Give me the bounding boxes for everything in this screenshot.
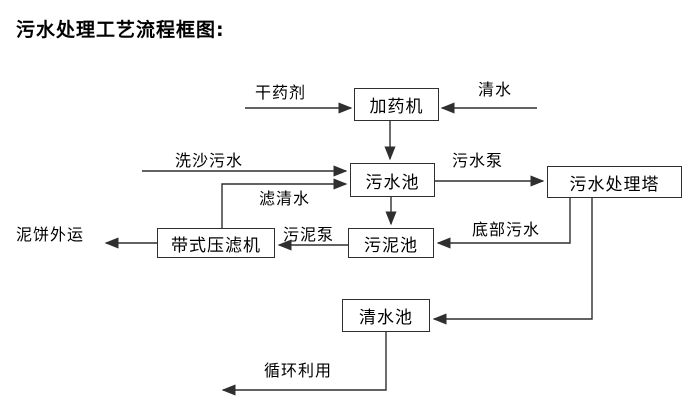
node-sludge-pool: 污泥池 bbox=[348, 228, 434, 258]
node-belt-filter-press-label: 带式压滤机 bbox=[171, 235, 261, 256]
node-sewage-pool: 污水池 bbox=[350, 163, 435, 197]
edge-label-clean-water: 清水 bbox=[478, 80, 513, 99]
node-sewage-pool-label: 污水池 bbox=[365, 172, 420, 193]
edge-label-sludge-pump: 污泥泵 bbox=[283, 225, 335, 244]
edge-label-sand-wash-sewage: 洗沙污水 bbox=[175, 151, 244, 170]
page-title: 污水处理工艺流程框图: bbox=[16, 19, 225, 41]
node-sewage-treatment-tower-label: 污水处理塔 bbox=[569, 174, 660, 195]
edge-tower-to-clean bbox=[432, 198, 593, 325]
node-dosing-machine: 加药机 bbox=[354, 88, 439, 121]
edge-recycling-arrow bbox=[221, 332, 387, 396]
edge-label-dry-agent: 干药剂 bbox=[255, 83, 307, 102]
edge-bottom-sewage-arrow bbox=[436, 198, 571, 249]
edge-label-recycling: 循环利用 bbox=[264, 361, 333, 380]
edge-label-sewage-pump: 污水泵 bbox=[452, 151, 504, 170]
edge-label-filtered-water: 滤清水 bbox=[259, 189, 311, 208]
edge-filtered-water-arrow bbox=[221, 178, 348, 228]
node-clean-water-pool-label: 清水池 bbox=[359, 308, 413, 328]
node-dosing-machine-label: 加药机 bbox=[369, 97, 424, 117]
node-sludge-pool-label: 污泥池 bbox=[364, 235, 418, 256]
edge-label-mud-cake-outbound: 泥饼外运 bbox=[16, 225, 85, 244]
node-belt-filter-press: 带式压滤机 bbox=[157, 228, 275, 258]
node-sewage-treatment-tower: 污水处理塔 bbox=[547, 166, 682, 198]
node-clean-water-pool: 清水池 bbox=[342, 299, 430, 332]
edge-label-bottom-sewage: 底部污水 bbox=[472, 220, 541, 239]
